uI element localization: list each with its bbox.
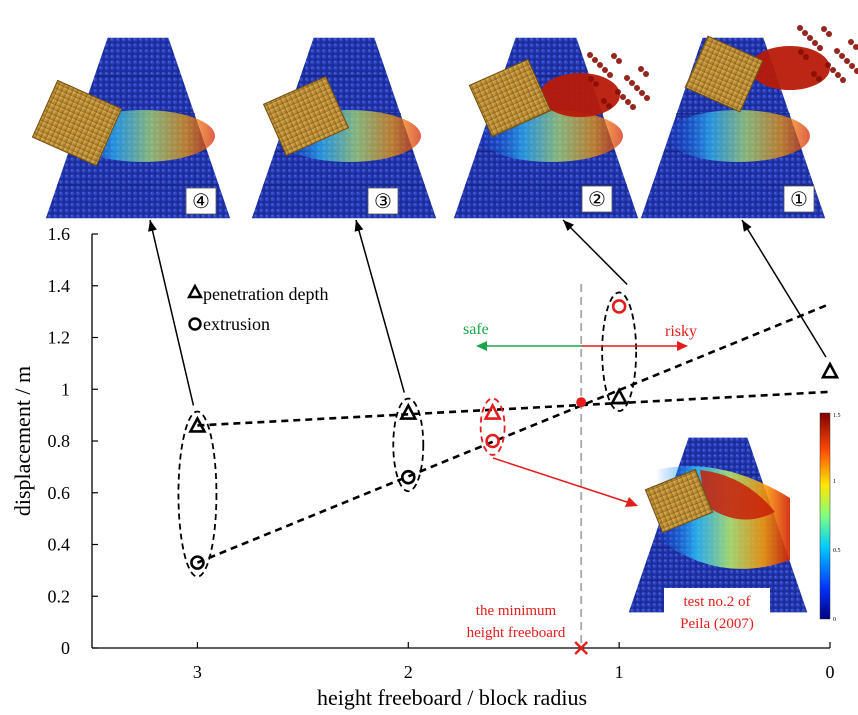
colorbar-tick: 1 [833, 479, 836, 485]
test-label-line1: test no.2 of [683, 594, 750, 610]
zone-arrows: safe risky [463, 321, 697, 351]
colorbar-tick: 0 [833, 617, 836, 623]
y-tick-label: 1 [61, 379, 70, 399]
y-tick-label: 1.2 [48, 328, 71, 348]
leader-arrowhead [742, 220, 752, 232]
x-ticks: 3 2 1 0 [193, 642, 835, 682]
group-ellipse [601, 291, 638, 412]
x-tick-label: 1 [615, 662, 624, 682]
inset-badge-label: ④ [192, 191, 210, 213]
inset-badge [783, 185, 815, 213]
y-axis-label: displacement / m [10, 366, 35, 516]
legend: penetration depth extrusion [186, 283, 328, 334]
legend-label-extrusion: extrusion [203, 314, 270, 334]
threshold-label-line2: height freeboard [467, 625, 566, 641]
extrusion-point [400, 469, 416, 485]
leader-arrow [562, 219, 628, 285]
legend-label-penetration-depth: penetration depth [203, 284, 328, 304]
fit-line [197, 390, 831, 427]
data-markers [188, 299, 840, 570]
leader-arrow [741, 219, 827, 358]
inset-images: ④ ③ ② ① [31, 25, 858, 219]
group-ellipse [392, 397, 425, 493]
test-extrusion-point [485, 433, 500, 449]
inset-1: ④ [31, 37, 231, 219]
inset-badge [581, 185, 613, 213]
test-inset: 1.5 1 0.5 0 test no.2 of Peila (2007) [628, 412, 841, 636]
x-tick-label: 0 [826, 662, 835, 682]
extrusion-point [190, 555, 205, 570]
legend-triangle-icon [186, 283, 204, 299]
y-ticks: 0 0.2 0.4 0.6 0.8 1 1.2 1.4 1.6 [48, 224, 98, 658]
fit-line [196, 302, 831, 564]
penetration-depth-point [399, 402, 418, 420]
fit-lines [196, 302, 831, 564]
leader-arrow [149, 219, 195, 406]
threshold-label-line1: the minimum [476, 603, 557, 619]
colorbar-tick: 0.5 [833, 548, 841, 554]
group-ellipse [479, 397, 506, 456]
intersection-point [576, 397, 587, 408]
y-tick-label: 1.6 [48, 224, 71, 244]
test-label-box [664, 588, 770, 636]
safe-arrowhead [476, 341, 487, 351]
leader-arrowhead [563, 220, 574, 231]
y-tick-label: 0.8 [48, 431, 71, 451]
inset-badge [367, 187, 399, 215]
test-arrow [492, 457, 638, 507]
extrusion-point [611, 299, 627, 314]
risky-label: risky [665, 323, 697, 340]
test-penetration-point [483, 402, 502, 420]
threshold-marker: the minimum height freeboard [467, 284, 589, 655]
inset-2: ③ [251, 37, 437, 219]
leader-arrowhead [354, 220, 364, 232]
x-tick-label: 3 [193, 662, 202, 682]
grouping-ellipses [177, 291, 638, 578]
safe-label: safe [463, 321, 489, 338]
legend-circle-icon [188, 317, 202, 331]
threshold-cross-icon [574, 641, 589, 655]
y-tick-label: 0 [61, 638, 70, 658]
inset-3: ② [453, 37, 650, 219]
x-axis-label: height freeboard / block radius [317, 685, 587, 710]
penetration-depth-point [188, 415, 207, 433]
leader-arrow [355, 219, 406, 393]
inset-badge-label: ① [790, 189, 808, 211]
inset-badge-label: ② [588, 189, 606, 211]
x-tick-label: 2 [404, 662, 413, 682]
penetration-depth-point [820, 361, 840, 379]
y-tick-label: 0.6 [48, 483, 71, 503]
test-label-line2: Peila (2007) [680, 616, 754, 632]
group-ellipse [177, 410, 218, 578]
leader-arrowhead [148, 220, 157, 232]
colorbar [819, 412, 831, 620]
penetration-depth-point [609, 387, 629, 405]
risky-arrowhead [677, 341, 688, 351]
leader-arrows [148, 219, 827, 406]
inset-4: ① [640, 25, 858, 219]
inset-badge-label: ③ [374, 191, 392, 213]
inset-badge [185, 187, 217, 215]
y-tick-label: 0.2 [48, 586, 71, 606]
y-tick-label: 0.4 [48, 535, 71, 555]
colorbar-tick: 1.5 [833, 413, 841, 419]
y-tick-label: 1.4 [48, 276, 71, 296]
